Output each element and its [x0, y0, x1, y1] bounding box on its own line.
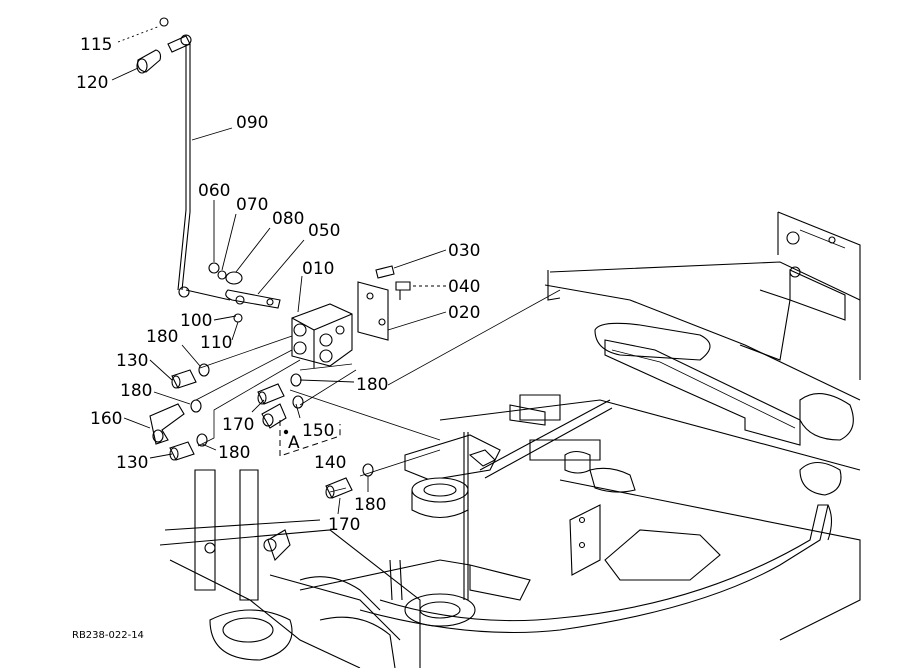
callout-180-e: 180 — [354, 495, 386, 515]
machine-frame — [159, 211, 861, 668]
callout-100: 100 — [180, 311, 212, 331]
callout-060: 060 — [198, 181, 230, 201]
callout-150: 150 — [302, 421, 334, 441]
linkage-parts — [208, 262, 281, 323]
callout-050: 050 — [308, 221, 340, 241]
callout-180-b: 180 — [120, 381, 152, 401]
callout-130-b: 130 — [116, 453, 148, 473]
drawing-code: RB238-022-14 — [72, 630, 144, 641]
callout-130-a: 130 — [116, 351, 148, 371]
callout-160: 160 — [90, 409, 122, 429]
callout-180-d: 180 — [218, 443, 250, 463]
control-lever — [136, 17, 231, 301]
callout-110: 110 — [200, 333, 232, 353]
callout-040: 040 — [448, 277, 480, 297]
callout-115: 115 — [80, 35, 112, 55]
callout-020: 020 — [448, 303, 480, 323]
callout-180-c: 180 — [356, 375, 388, 395]
callout-090: 090 — [236, 113, 268, 133]
view-marker-a: A — [288, 433, 300, 453]
leader-lines — [111, 25, 447, 515]
callout-180-a: 180 — [146, 327, 178, 347]
valve-assembly — [291, 265, 411, 368]
callout-140: 140 — [314, 453, 346, 473]
callout-080: 080 — [272, 209, 304, 229]
callout-030: 030 — [448, 241, 480, 261]
callout-120: 120 — [76, 73, 108, 93]
callout-170-b: 170 — [328, 515, 360, 535]
callout-010: 010 — [302, 259, 334, 279]
callout-labels: 115 120 090 060 070 080 050 010 030 040 … — [72, 35, 480, 641]
fittings — [149, 289, 561, 499]
callout-070: 070 — [236, 195, 268, 215]
callout-170-a: 170 — [222, 415, 254, 435]
